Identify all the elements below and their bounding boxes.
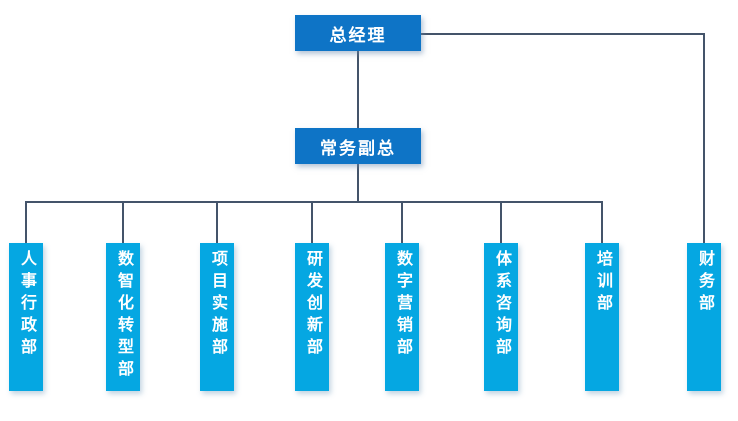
connector-drop-dept-1 [25, 201, 27, 243]
connector-root-to-finance-h [421, 33, 705, 35]
node-dept-rnd-innovation: 研发创新部 [295, 243, 329, 391]
node-dept-project-implementation: 项目实施部 [200, 243, 234, 391]
node-general-manager: 总经理 [295, 15, 421, 51]
node-executive-deputy: 常务副总 [295, 128, 421, 164]
node-dept-label: 人事行政部 [18, 250, 35, 360]
node-general-manager-label: 总经理 [329, 25, 387, 45]
connector-root-to-deputy [357, 51, 359, 128]
node-dept-label: 数智化转型部 [115, 250, 132, 382]
connector-root-to-finance-v [703, 33, 705, 243]
connector-rail [25, 201, 603, 203]
node-dept-digital-marketing: 数字营销部 [385, 243, 419, 391]
node-dept-label: 研发创新部 [304, 250, 321, 360]
node-executive-deputy-label: 常务副总 [320, 138, 396, 158]
node-dept-digital-transformation: 数智化转型部 [106, 243, 140, 391]
connector-drop-dept-2 [122, 201, 124, 243]
connector-drop-dept-7 [601, 201, 603, 243]
node-dept-label: 培训部 [594, 250, 611, 316]
connector-drop-dept-4 [311, 201, 313, 243]
connector-deputy-to-rail [357, 164, 359, 202]
node-dept-label: 财务部 [696, 250, 713, 316]
node-dept-system-consulting: 体系咨询部 [484, 243, 518, 391]
node-dept-label: 项目实施部 [209, 250, 226, 360]
connector-drop-dept-5 [401, 201, 403, 243]
node-dept-label: 数字营销部 [394, 250, 411, 360]
node-dept-finance: 财务部 [687, 243, 721, 391]
connector-drop-dept-6 [500, 201, 502, 243]
connector-drop-dept-3 [216, 201, 218, 243]
node-dept-hr-admin: 人事行政部 [9, 243, 43, 391]
node-dept-training: 培训部 [585, 243, 619, 391]
node-dept-label: 体系咨询部 [493, 250, 510, 360]
